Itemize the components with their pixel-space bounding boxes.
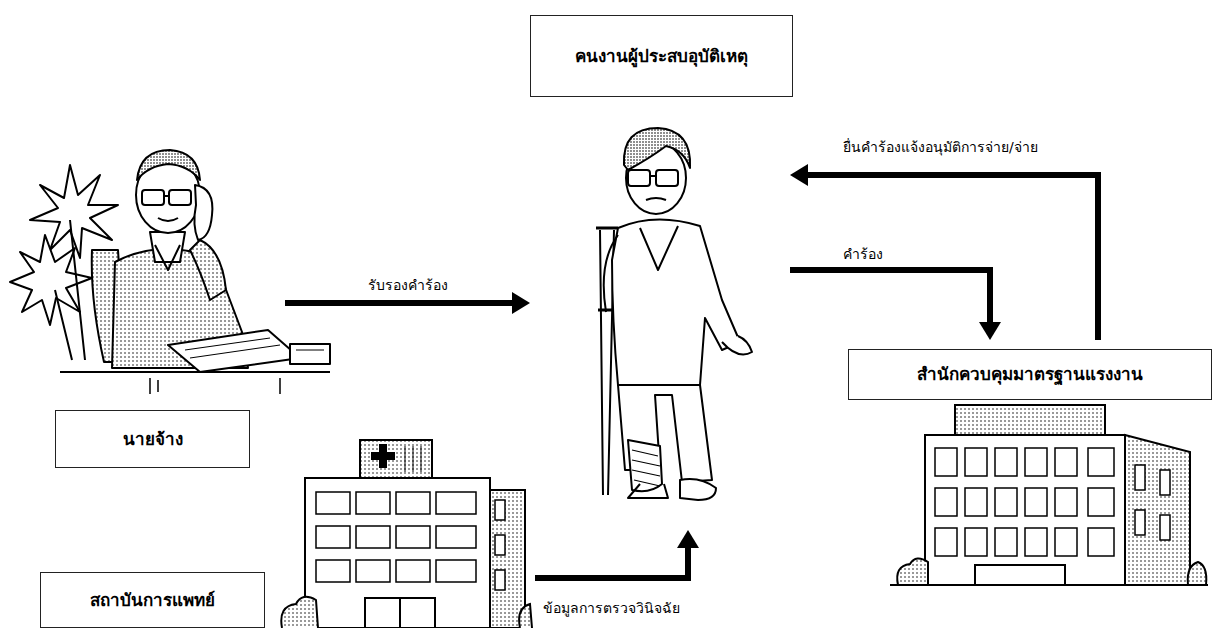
arrow-label: ยื่นคำร้องแจ้งอนุมัติการจ่าย/จ่าย [840,137,1041,157]
arrow-label: คำร้อง [840,244,886,264]
box-title: สถาบันการแพทย์ [90,589,215,611]
arrow-line [806,175,1098,340]
label-box: นายจ้าง [55,410,250,468]
label-box: สถาบันการแพทย์ [40,572,265,628]
flow-arrow [790,164,1098,340]
worker-figure [596,128,752,500]
box-title: นายจ้าง [123,428,183,450]
node-region: คนงานผู้ประสบอุบัติเหตุ [530,15,793,528]
node-region: สำนักควบคุมมาตรฐานแรงงาน [848,340,1212,585]
arrow-head [979,322,1001,340]
box-title: สำนักควบคุมมาตรฐานแรงงาน [917,363,1143,385]
box-title: คนงานผู้ประสบอุบัติเหตุ [575,45,748,67]
hospital-building [281,440,532,628]
arrow-line [535,546,688,578]
node-region: สถาบันการแพทย์ [40,440,535,628]
arrow-line [285,300,514,306]
arrow-head [790,164,808,186]
label-box: คนงานผู้ประสบอุบัติเหตุ [530,15,793,97]
arrow-label: ข้อมูลการตรวจวินิจฉัย [540,598,683,618]
arrow-label: รับรองคำร้อง [365,275,451,295]
node-region: นายจ้าง [10,125,285,470]
flow-arrow [285,292,530,314]
arrow-line [790,270,990,324]
arrow-head [512,292,530,314]
flow-arrow [535,530,699,578]
employer-figure [10,150,330,394]
office-building [890,405,1208,585]
label-box: สำนักควบคุมมาตรฐานแรงงาน [848,349,1212,400]
arrow-head [677,530,699,548]
flow-arrow [790,270,1001,340]
